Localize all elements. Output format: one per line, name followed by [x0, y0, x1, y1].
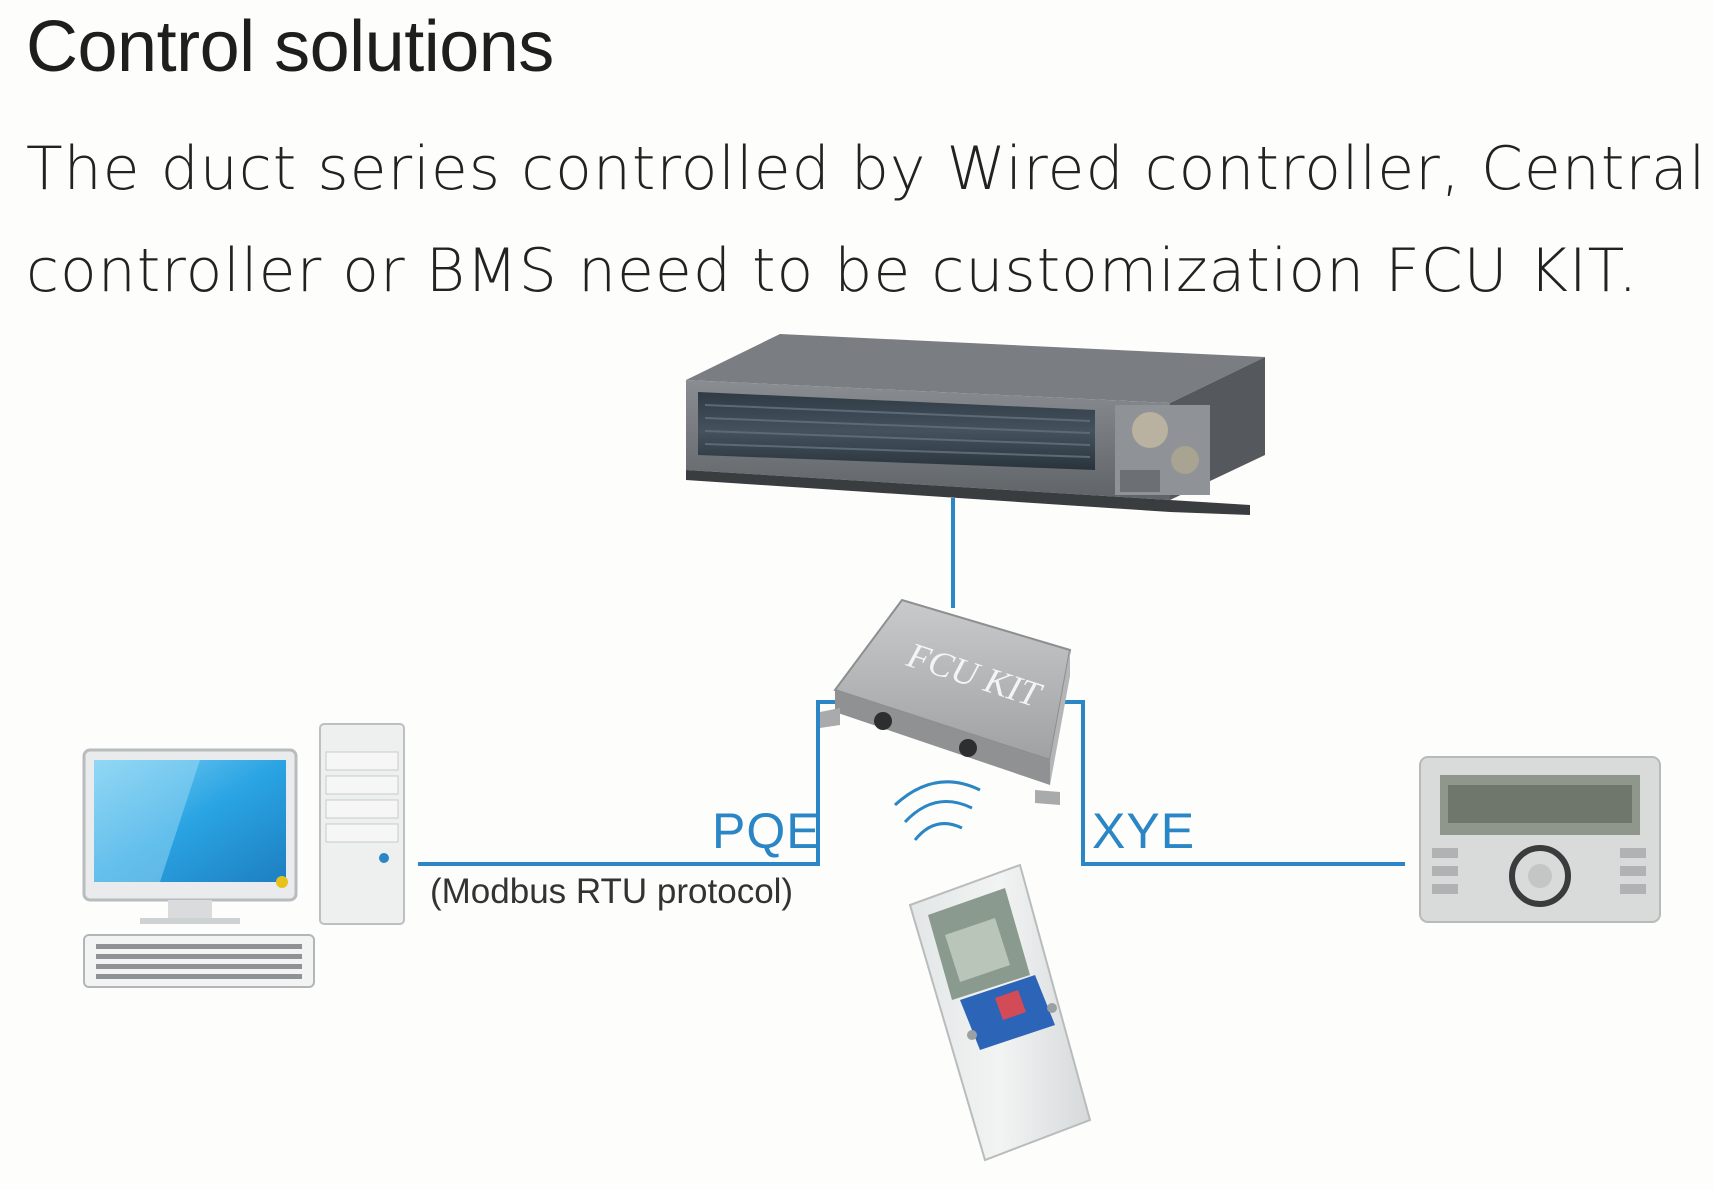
desktop-computer-icon — [82, 723, 405, 988]
page-title: Control solutions — [26, 7, 554, 87]
remote-controller-icon — [908, 863, 1092, 1162]
description-line-2: controller or BMS need to be customizati… — [26, 236, 1639, 306]
xye-line — [1057, 700, 1405, 866]
wired-controller-icon — [1419, 756, 1661, 923]
pqe-line — [418, 700, 840, 866]
wireless-icon — [893, 780, 981, 841]
duct-unit-icon — [686, 334, 1265, 515]
description: The duct series controlled by Wired cont… — [26, 118, 1706, 322]
xye-label: XYE — [1092, 803, 1196, 859]
fcu-kit-box: FCU KIT — [820, 598, 1072, 805]
connection-lines — [418, 498, 1405, 866]
pqe-label: PQE — [712, 803, 821, 859]
description-line-1: The duct series controlled by Wired cont… — [26, 134, 1707, 204]
protocol-label: (Modbus RTU protocol) — [430, 872, 794, 911]
